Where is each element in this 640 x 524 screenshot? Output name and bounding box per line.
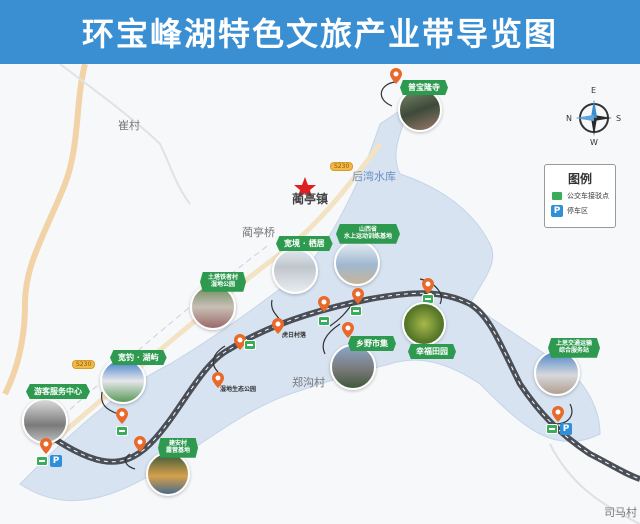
bus-stop-icon <box>116 426 128 436</box>
map-legend: 图例 公交车接驳点 P 停车区 <box>544 164 616 228</box>
bus-stop-icon <box>36 456 48 466</box>
compass-top-label: E <box>591 86 597 95</box>
legend-title: 图例 <box>567 172 592 186</box>
spot-tag: 上思交通运输 综合服务站 <box>548 338 601 358</box>
legend-label: 停车区 <box>567 207 588 215</box>
spot-tag: 乡野市集 <box>348 336 396 352</box>
compass-rose: E N S W <box>566 86 622 147</box>
parking-icon: P <box>551 205 563 217</box>
spot-tag: 幸福田园 <box>408 344 456 360</box>
location-pin-icon <box>272 318 284 334</box>
legend-label: 公交车接驳点 <box>567 192 609 200</box>
place-reservoir: 后湾水库 <box>352 170 396 183</box>
bus-stop-icon <box>551 191 563 201</box>
compass-left-label: N <box>566 114 572 123</box>
poi-village-label: 虎日村落 <box>282 332 307 339</box>
spot-tag: 土塔铁者村 湿地公园 <box>200 272 247 292</box>
place-town: 蔺亭镇 <box>292 192 329 206</box>
spot-tag: 宽境 · 栖居 <box>276 236 333 252</box>
location-pin-icon <box>116 408 128 424</box>
compass-bottom-label: W <box>590 138 598 147</box>
location-pin-icon <box>134 436 146 452</box>
road-badge: S230 <box>330 162 354 171</box>
location-pin-icon <box>234 334 246 350</box>
bus-stop-icon <box>350 306 362 316</box>
poi-park-label: 湿地生态公园 <box>220 386 257 393</box>
spot-tag: 游客服务中心 <box>26 384 90 400</box>
location-pin-icon <box>212 372 224 388</box>
road-badge: S230 <box>72 360 96 369</box>
spot-photo <box>330 344 376 390</box>
bus-stop-icon <box>244 340 256 350</box>
spot-tag: 建安村 露营基地 <box>158 438 199 458</box>
place-cuicun: 崔村 <box>118 119 140 132</box>
compass-icon <box>576 100 612 136</box>
place-zhenggou: 郑沟村 <box>292 376 325 389</box>
location-pin-icon <box>342 322 354 338</box>
map-title: 环宝峰湖特色文旅产业带导览图 <box>81 15 558 53</box>
spot-photo <box>272 248 318 294</box>
location-pin-icon <box>40 438 52 454</box>
spot-tag: 普宝隆寺 <box>400 80 448 96</box>
spot-photo <box>146 452 190 496</box>
spot-tag: 宽钓 · 湖屿 <box>110 350 167 366</box>
parking-icon: P <box>560 423 572 435</box>
spot-tag: 山西省 水上运动训练基地 <box>336 224 401 244</box>
bus-stop-icon <box>546 424 558 434</box>
legend-row-parking: P 停车区 <box>551 205 609 217</box>
location-pin-icon <box>390 68 402 84</box>
place-bridge: 蔺亭桥 <box>242 226 275 239</box>
location-pin-icon <box>318 296 330 312</box>
map-canvas[interactable]: E N S W 图例 公交车接驳点 P 停车区 崔村 蔺亭镇 蔺亭桥 后湾水库 … <box>0 64 640 524</box>
spot-photo <box>402 302 446 346</box>
location-pin-icon <box>422 278 434 294</box>
map-base-layer <box>2 64 640 524</box>
bus-stop-icon <box>318 316 330 326</box>
map-header: 环宝峰湖特色文旅产业带导览图 <box>0 0 640 64</box>
spot-photo <box>100 358 146 404</box>
parking-icon: P <box>50 455 62 467</box>
place-sima: 司马村 <box>604 506 637 519</box>
legend-row-bus: 公交车接驳点 <box>551 191 609 201</box>
location-pin-icon <box>352 288 364 304</box>
location-pin-icon <box>552 406 564 422</box>
spot-photo <box>334 240 380 286</box>
compass-right-label: S <box>616 114 622 123</box>
